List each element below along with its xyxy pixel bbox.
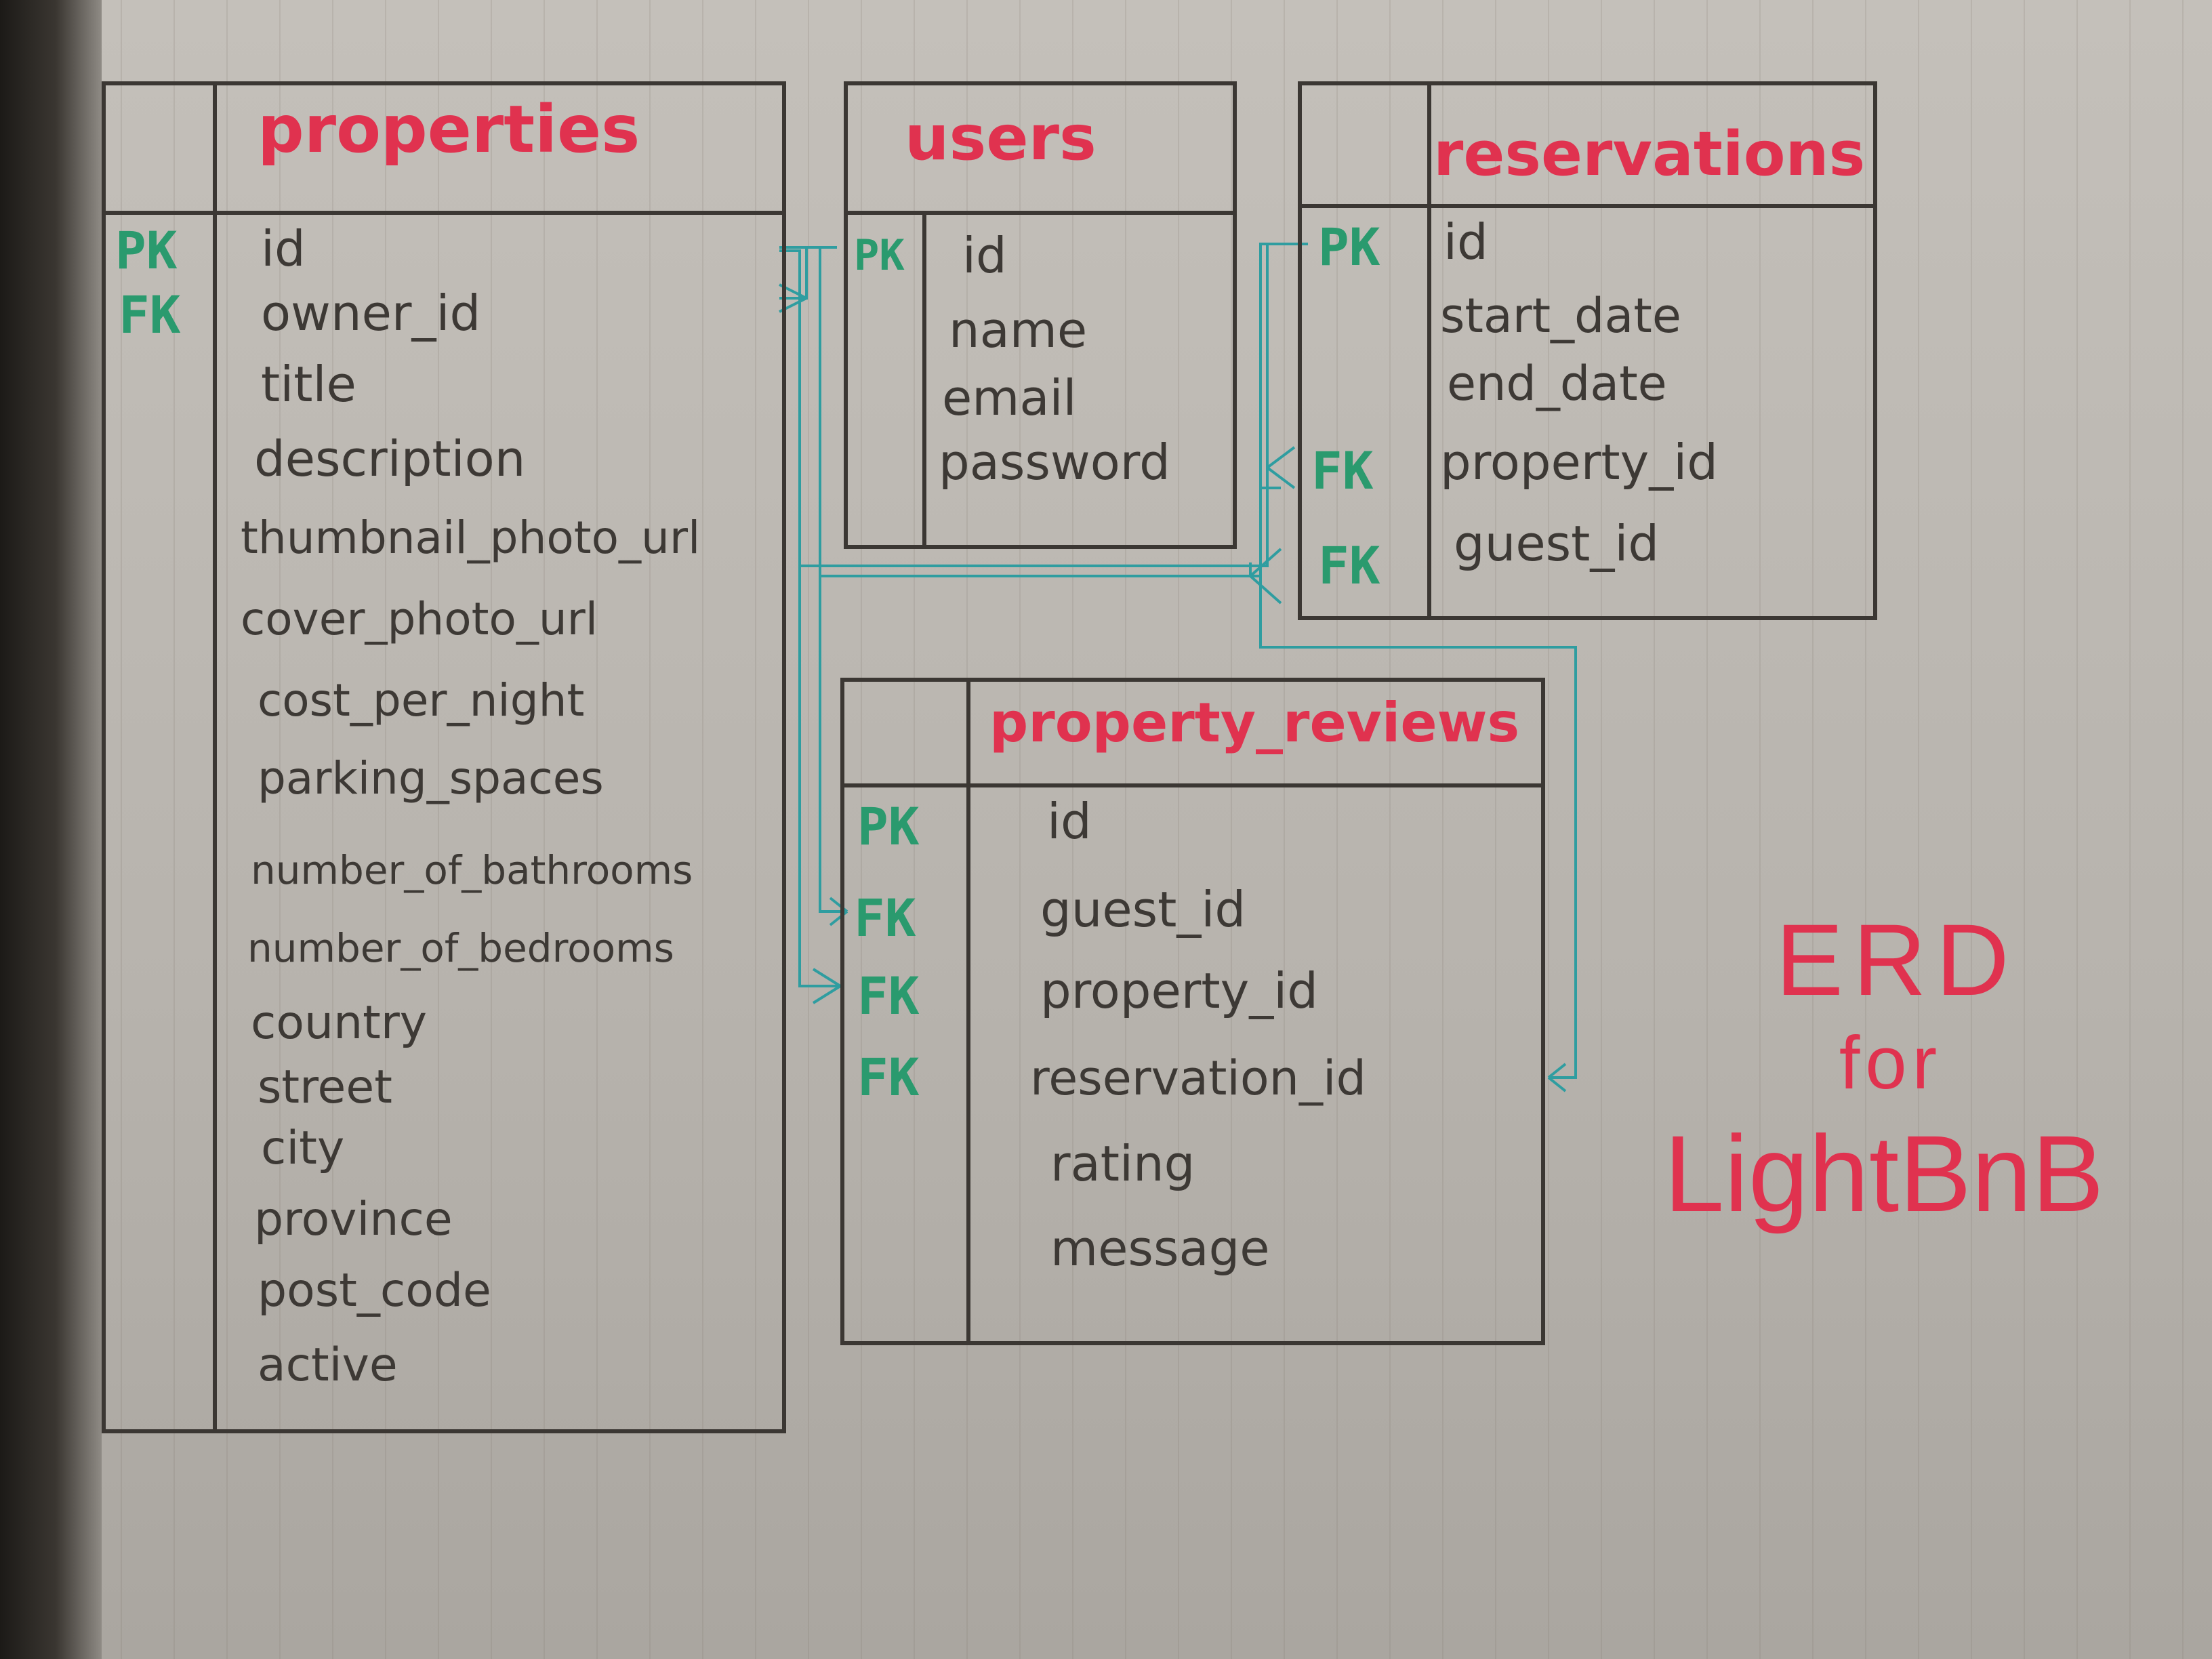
field-id: id <box>1443 213 1488 270</box>
key-column-divider <box>922 211 926 545</box>
erd-label-line3: LightBnB <box>1664 1113 2104 1234</box>
field-owner-id: owner_id <box>261 285 481 342</box>
header-divider <box>844 783 1541 787</box>
field-city: city <box>261 1122 345 1175</box>
field-start-date: start_date <box>1440 288 1681 344</box>
key-badge: FK <box>854 888 916 948</box>
field-title: title <box>261 356 356 413</box>
field-post-code: post_code <box>258 1264 491 1317</box>
erd-label-line2: for <box>1839 1021 1943 1105</box>
notebook-binding <box>0 0 102 1659</box>
field-end-date: end_date <box>1447 356 1667 411</box>
field-country: country <box>251 996 428 1050</box>
field-province: province <box>254 1193 453 1246</box>
entity-reservations <box>1298 81 1877 620</box>
field-active: active <box>258 1338 398 1392</box>
key-column-divider <box>966 682 970 1341</box>
field-cost-per-night: cost_per_night <box>258 674 585 726</box>
field-guest-id: guest_id <box>1040 881 1246 938</box>
header-divider <box>106 211 782 215</box>
rel-reservations-reviews <box>1259 243 1577 1092</box>
entity-title-reservations: reservations <box>1433 119 1866 190</box>
field-guest-id: guest_id <box>1454 515 1660 572</box>
field-number-of-bathrooms: number_of_bathrooms <box>251 847 693 893</box>
key-badge: FK <box>857 1047 920 1107</box>
erd-label-line1: ERD <box>1776 903 2019 1017</box>
key-badge: PK <box>1318 217 1380 277</box>
field-rating: rating <box>1050 1135 1195 1192</box>
field-cover-photo-url: cover_photo_url <box>241 593 598 645</box>
header-divider <box>848 211 1233 215</box>
notebook-page <box>68 0 2212 1659</box>
field-parking-spaces: parking_spaces <box>258 752 604 804</box>
field-reservation-id: reservation_id <box>1030 1050 1366 1106</box>
key-badge: FK <box>1318 535 1380 596</box>
key-column-divider <box>1427 85 1431 616</box>
entity-title-users: users <box>905 102 1097 174</box>
entity-properties <box>102 81 786 1433</box>
entity-property-reviews <box>840 678 1545 1345</box>
rel-users-reservations-guest <box>820 548 1282 605</box>
field-number-of-bedrooms: number_of_bedrooms <box>247 925 674 971</box>
field-password: password <box>939 434 1170 491</box>
field-email: email <box>942 369 1077 426</box>
key-column-divider <box>213 85 217 1429</box>
field-property-id: property_id <box>1040 962 1318 1019</box>
entity-title-properties: properties <box>258 91 640 167</box>
field-message: message <box>1050 1220 1270 1277</box>
key-badge: PK <box>854 230 905 280</box>
field-street: street <box>258 1061 392 1114</box>
entity-title-property-reviews: property_reviews <box>989 691 1520 754</box>
field-id: id <box>261 220 306 277</box>
entity-users <box>844 81 1237 549</box>
field-id: id <box>962 227 1007 284</box>
key-badge: FK <box>857 966 920 1026</box>
field-thumbnail-photo-url: thumbnail_photo_url <box>241 512 701 564</box>
key-badge: PK <box>115 220 178 281</box>
field-property-id: property_id <box>1440 434 1718 491</box>
key-badge: FK <box>119 285 181 345</box>
rel-properties-reviews <box>798 566 842 1004</box>
field-name: name <box>949 302 1088 359</box>
field-description: description <box>254 430 526 487</box>
header-divider <box>1302 204 1873 208</box>
field-id: id <box>1047 793 1092 850</box>
key-badge: PK <box>857 796 920 857</box>
key-badge: FK <box>1311 441 1374 501</box>
rel-reservations-property-crowfoot <box>1266 446 1296 489</box>
